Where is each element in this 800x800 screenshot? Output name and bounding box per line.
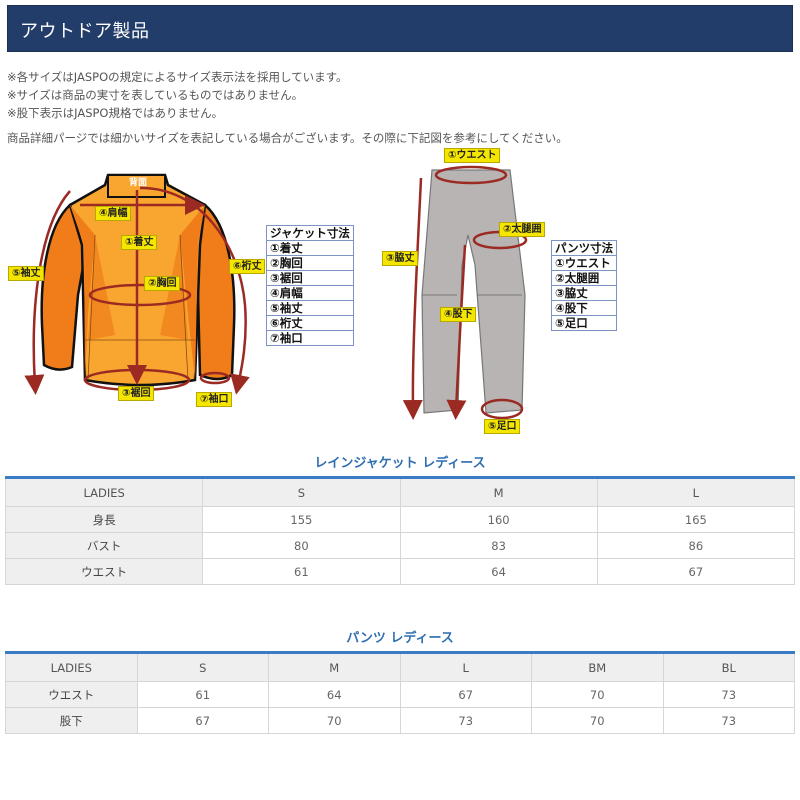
row-label: ウエスト	[5, 681, 138, 708]
jacket-legend-item: ⑥裄丈	[266, 315, 354, 331]
cell-value: 70	[531, 681, 664, 708]
note-not-actual-size: ※サイズは商品の実寸を表しているものではありません。	[7, 88, 304, 102]
pants-dimension-legend: パンツ寸法 ①ウエスト ②太腿囲 ③脇丈 ④股下 ⑤足口	[550, 240, 618, 331]
header-cell: LADIES	[4, 477, 204, 507]
jacket-legend-item: ③裾回	[266, 270, 354, 286]
jacket-length-label: ①着丈	[121, 235, 158, 250]
cell-value: 83	[399, 532, 598, 559]
jacket-legend-item: ①着丈	[266, 240, 354, 256]
header-cell: LADIES	[5, 652, 138, 682]
cell-value: 70	[531, 707, 664, 734]
cell-value: 67	[136, 707, 269, 734]
cell-value: 61	[136, 681, 269, 708]
pants-waist-label: ①ウエスト	[444, 148, 501, 163]
jacket-legend-item: ②胸回	[266, 255, 354, 271]
jacket-hem-label: ③裾回	[118, 386, 155, 401]
cell-value: 64	[399, 558, 598, 585]
table-row: バスト 80 83 86	[4, 532, 796, 559]
table-row: ウエスト 61 64 67 70 73	[5, 681, 795, 708]
jacket-shoulder-label: ④肩幅	[95, 206, 132, 221]
pants-legend-item: ⑤足口	[550, 315, 618, 331]
header-cell: S	[136, 652, 269, 682]
jacket-back-label: 背面	[129, 178, 148, 188]
page-header: アウトドア製品	[7, 5, 793, 52]
pants-table-title: パンツ レディース	[346, 631, 454, 646]
jacket-legend-item: ⑦袖口	[266, 330, 354, 346]
pants-legend-title: パンツ寸法	[550, 240, 618, 256]
jacket-size-table: LADIES S M L 身長 155 160 165 バスト 80 83 86…	[4, 476, 796, 585]
jacket-dimension-legend: ジャケット寸法 ①着丈 ②胸回 ③裾回 ④肩幅 ⑤袖丈 ⑥裄丈 ⑦袖口	[266, 225, 354, 346]
pants-illustration	[402, 165, 528, 420]
cell-value: 73	[662, 681, 795, 708]
pants-legend-item: ③脇丈	[550, 285, 618, 301]
jacket-cuff-label: ⑦袖口	[196, 392, 233, 407]
cell-value: 86	[596, 532, 796, 559]
cell-value: 155	[202, 506, 401, 533]
cell-value: 61	[202, 558, 401, 585]
pants-outseam-label: ③脇丈	[382, 251, 419, 266]
jacket-sleeve-label: ⑤袖丈	[8, 266, 45, 281]
jacket-chest-label: ②胸回	[144, 276, 181, 291]
cell-value: 70	[268, 707, 401, 734]
note-jaspo: ※各サイズはJASPOの規定によるサイズ表示法を採用しています。	[7, 70, 348, 84]
header-cell: M	[399, 477, 598, 507]
header-cell: BM	[531, 652, 664, 682]
pants-legend-item: ④股下	[550, 300, 618, 316]
pants-inseam-label: ④股下	[440, 307, 477, 322]
table-header-row: LADIES S M L BM BL	[5, 652, 795, 682]
header-cell: M	[268, 652, 401, 682]
table-header-row: LADIES S M L	[4, 477, 796, 507]
detail-note: 商品詳細パージでは細かいサイズを表記している場合がございます。その際に下記図を参…	[7, 131, 568, 145]
cell-value: 165	[596, 506, 796, 533]
cell-value: 67	[399, 681, 532, 708]
page-title: アウトドア製品	[20, 21, 150, 42]
header-cell: BL	[662, 652, 795, 682]
row-label: 身長	[4, 506, 204, 533]
cell-value: 64	[268, 681, 401, 708]
cell-value: 80	[202, 532, 401, 559]
row-label: ウエスト	[4, 558, 204, 585]
header-cell: L	[399, 652, 532, 682]
cell-value: 73	[662, 707, 795, 734]
pants-hem-label: ⑤足口	[484, 419, 521, 434]
row-label: 股下	[5, 707, 138, 734]
notes: ※各サイズはJASPOの規定によるサイズ表示法を採用しています。 ※サイズは商品…	[7, 68, 568, 147]
row-label: バスト	[4, 532, 204, 559]
cell-value: 160	[399, 506, 598, 533]
pants-legend-item: ②太腿囲	[550, 270, 618, 286]
pants-legend-item: ①ウエスト	[550, 255, 618, 271]
cell-value: 73	[399, 707, 532, 734]
header-cell: L	[596, 477, 796, 507]
jacket-table-title: レインジャケット レディース	[314, 456, 486, 471]
cell-value: 67	[596, 558, 796, 585]
pants-thigh-label: ②太腿囲	[499, 222, 546, 237]
note-inseam: ※股下表示はJASPO規格ではありません。	[7, 106, 224, 120]
table-row: 身長 155 160 165	[4, 506, 796, 533]
size-diagram: 背面 ④肩幅 ①着丈 ⑤袖丈 ⑥裄丈 ②胸回 ③裾回 ⑦袖口 ジャケット寸法 ①…	[0, 145, 635, 440]
jacket-legend-title: ジャケット寸法	[266, 225, 354, 241]
diagram-illustration	[24, 165, 528, 420]
header-cell: S	[202, 477, 401, 507]
table-row: ウエスト 61 64 67	[4, 558, 796, 585]
pants-size-table: LADIES S M L BM BL ウエスト 61 64 67 70 73 股…	[5, 651, 795, 734]
jacket-legend-item: ⑤袖丈	[266, 300, 354, 316]
jacket-yuki-label: ⑥裄丈	[229, 259, 266, 274]
jacket-illustration	[24, 173, 250, 395]
jacket-legend-item: ④肩幅	[266, 285, 354, 301]
table-row: 股下 67 70 73 70 73	[5, 707, 795, 734]
